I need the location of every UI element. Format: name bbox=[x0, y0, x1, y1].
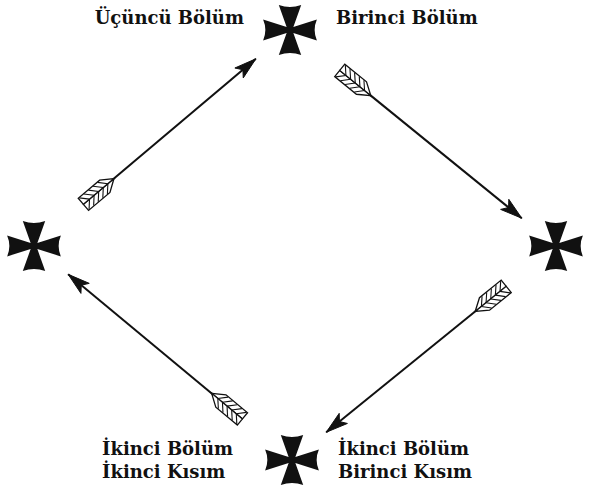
cross-shape bbox=[7, 221, 61, 271]
arrow-head bbox=[326, 413, 347, 432]
feather-hatch bbox=[486, 303, 496, 304]
arrow-head bbox=[235, 59, 256, 78]
feather-hatch bbox=[93, 186, 103, 187]
cross-shape bbox=[263, 5, 317, 55]
arrow-connector bbox=[68, 274, 247, 425]
feather-hatch bbox=[93, 195, 95, 205]
feather-hatch bbox=[107, 184, 109, 194]
maltese-cross bbox=[264, 434, 320, 486]
arrow-connector bbox=[78, 59, 256, 211]
arrow-feather bbox=[340, 64, 371, 95]
arrow-feather bbox=[212, 393, 243, 425]
feather-hatch bbox=[98, 182, 108, 183]
feather-hatch bbox=[218, 397, 228, 398]
feather-hatch bbox=[345, 65, 347, 75]
feather-hatch bbox=[340, 79, 350, 80]
feather-hatch bbox=[336, 75, 346, 76]
feather-hatch bbox=[236, 414, 238, 424]
feather-hatch bbox=[236, 412, 246, 413]
feather-hatch bbox=[227, 405, 237, 406]
feather-hatch bbox=[491, 299, 501, 300]
cross-shape bbox=[529, 221, 583, 271]
arrow-feather bbox=[475, 286, 511, 311]
feather-hatch bbox=[84, 194, 94, 195]
feather-hatch bbox=[102, 188, 104, 198]
feather-hatch bbox=[354, 73, 356, 83]
feather-hatch bbox=[222, 402, 224, 412]
section-label: İkinci Bölüm Birinci Kısım bbox=[338, 437, 482, 484]
arrow-head bbox=[68, 274, 89, 293]
feather-hatch bbox=[354, 91, 364, 92]
feather-hatch bbox=[232, 409, 242, 410]
maltese-cross bbox=[6, 220, 62, 272]
maltese-cross bbox=[528, 220, 584, 272]
cross-node: İkinci Bölüm İkinci Kısımİkinci Bölüm Bi… bbox=[264, 434, 320, 486]
cross-node bbox=[6, 220, 62, 272]
feather-hatch bbox=[231, 410, 233, 420]
maltese-cross bbox=[262, 4, 318, 56]
feather-hatch bbox=[217, 398, 219, 408]
feather-hatch bbox=[345, 83, 355, 84]
arrow-connector bbox=[335, 64, 522, 218]
cross-node: Üçüncü BölümBirinci Bölüm bbox=[262, 4, 318, 56]
feather-hatch bbox=[495, 295, 505, 296]
feather-hatch bbox=[363, 80, 365, 90]
arrow-connector bbox=[326, 280, 511, 432]
feather-hatch bbox=[98, 191, 100, 201]
section-label: Üçüncü Bölüm bbox=[95, 6, 244, 29]
feather-hatch bbox=[349, 69, 351, 79]
feather-hatch bbox=[227, 406, 229, 416]
arrow-feather bbox=[78, 179, 114, 205]
section-label: Birinci Bölüm bbox=[336, 6, 478, 29]
arrow-head bbox=[501, 199, 522, 218]
feather-hatch bbox=[481, 306, 491, 307]
section-label: İkinci Bölüm İkinci Kısım bbox=[102, 437, 246, 484]
feather-hatch bbox=[89, 199, 91, 209]
feather-hatch bbox=[359, 76, 361, 86]
cross-shape bbox=[265, 435, 319, 485]
feather-hatch bbox=[500, 291, 510, 292]
cross-node bbox=[528, 220, 584, 272]
feather-hatch bbox=[79, 198, 89, 199]
feather-hatch bbox=[88, 190, 98, 191]
feather-hatch bbox=[350, 87, 360, 88]
feather-hatch bbox=[222, 401, 232, 402]
